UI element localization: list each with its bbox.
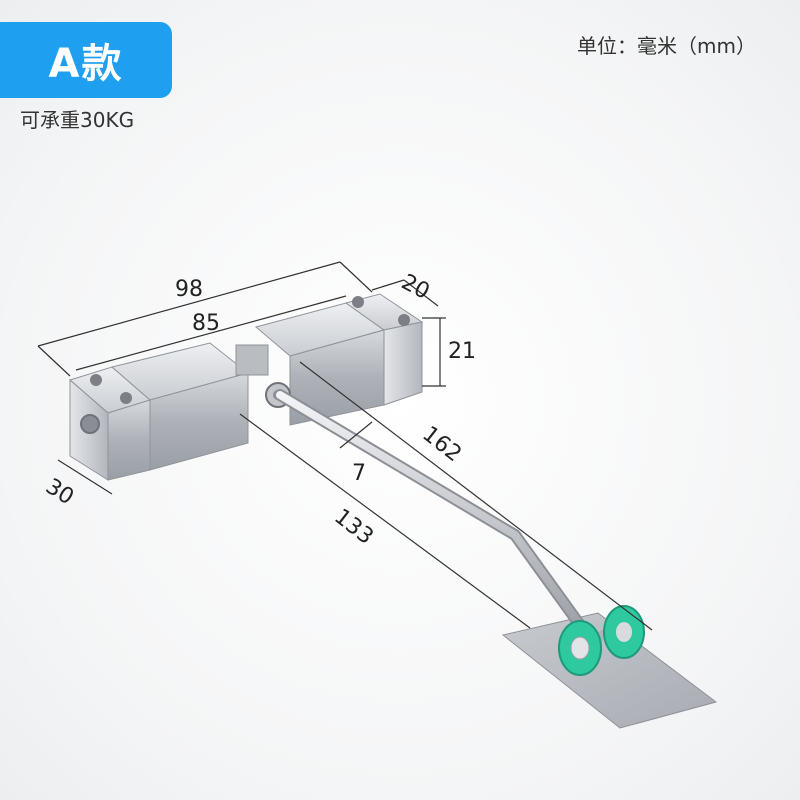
- dimension-lines: [37, 261, 653, 631]
- model-badge: A款: [0, 22, 172, 98]
- unit-label: 单位：毫米（mm）: [577, 34, 756, 58]
- base-plate: [501, 612, 718, 729]
- roller-wheels: [558, 605, 645, 676]
- dim-depth: 30: [41, 474, 78, 510]
- mount-hole-icon: [398, 314, 410, 326]
- dim-total-length: 98: [175, 277, 203, 302]
- dim-arm-length: 162: [417, 422, 465, 468]
- mount-hole-icon: [120, 392, 132, 404]
- dim-reach: 133: [329, 504, 377, 550]
- dim-height: 21: [448, 339, 476, 364]
- model-badge-label: A款: [48, 41, 124, 87]
- dim-rod-diameter: 7: [352, 461, 366, 486]
- mount-hole-icon: [90, 374, 102, 386]
- closer-body: [68, 293, 424, 481]
- screw-hole-icon: [80, 414, 100, 434]
- dim-body-length: 85: [192, 311, 220, 336]
- capacity-label: 可承重30KG: [20, 108, 135, 132]
- mount-hole-icon: [352, 296, 364, 308]
- arm-rod: [274, 389, 586, 631]
- dim-end-width: 20: [397, 270, 433, 305]
